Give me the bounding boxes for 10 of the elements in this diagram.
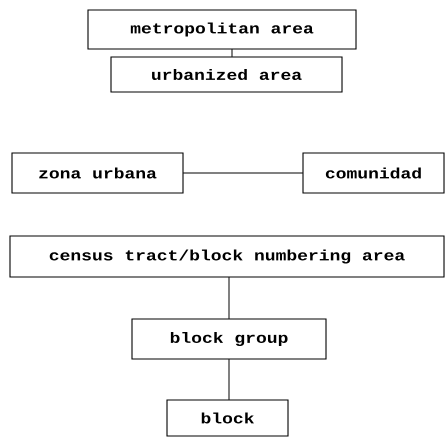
box: block <box>166 399 289 437</box>
connector-line <box>228 359 230 400</box>
connector-line <box>228 277 230 319</box>
box: urbanized area <box>110 56 343 93</box>
box: block group <box>131 318 327 360</box>
box: metropolitan area <box>87 9 357 50</box>
connector-line <box>183 172 303 174</box>
box: zona urbana <box>11 152 184 194</box>
box: comunidad <box>302 152 445 194</box>
box: census tract/block numbering area <box>9 235 445 278</box>
